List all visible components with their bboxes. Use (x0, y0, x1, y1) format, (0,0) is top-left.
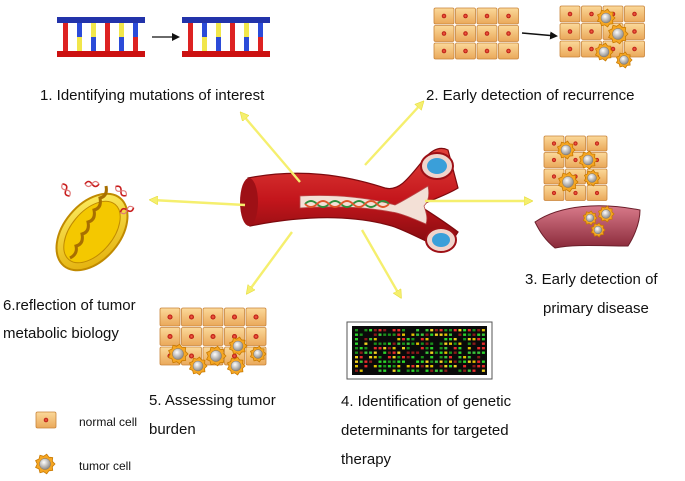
normal-cell (543, 152, 565, 168)
tissue-organ (534, 205, 641, 249)
normal-cell (433, 7, 455, 25)
tumor-cell (578, 150, 598, 170)
dna-ladder-normal (57, 17, 145, 57)
label-metabolic-biology-1: 6.reflection of tumor (3, 297, 136, 314)
pathway-arrows (152, 103, 530, 296)
blood-vessel (240, 147, 459, 253)
label-genetic-determinants-1: 4. Identification of genetic (341, 393, 512, 410)
normal-cell (476, 7, 498, 25)
label-genetic-determinants-3: therapy (341, 451, 392, 468)
tumor-cell (558, 171, 579, 193)
normal-cell (498, 25, 519, 42)
legend-tumor-cell-icon (35, 453, 56, 475)
tumor-cell (608, 23, 629, 45)
legend-tumor-cell-label: tumor cell (79, 459, 132, 473)
normal-cell (224, 307, 245, 327)
tumor-cell (556, 140, 576, 160)
normal-cell (476, 42, 498, 60)
normal-cell (498, 7, 519, 25)
label-assessing-tumor-burden-2: burden (149, 421, 196, 438)
primary-disease-cell-block (543, 135, 608, 201)
normal-cell (159, 307, 181, 327)
tumor-cell (582, 210, 598, 226)
normal-cell (581, 23, 602, 40)
normal-cell (455, 7, 476, 25)
tumor-cell (35, 453, 56, 475)
tumor-cell (596, 8, 616, 28)
normal-cell (559, 5, 581, 23)
normal-cell (455, 42, 476, 60)
normal-cell (159, 327, 181, 346)
normal-cell (624, 23, 645, 40)
normal-cell (455, 25, 476, 42)
normal-cell (586, 135, 608, 152)
tumor-cell (594, 42, 614, 62)
normal-cell (581, 5, 602, 23)
label-identifying-mutations: 1. Identifying mutations of interest (40, 87, 265, 104)
tumor-cell (226, 356, 246, 376)
normal-cell (245, 327, 267, 346)
arrow-to-tumor-burden (248, 231, 293, 292)
normal-cell (202, 307, 224, 327)
normal-cell (624, 40, 645, 58)
arrow-to-mutations (242, 114, 301, 183)
normal-cell (624, 5, 645, 23)
tumor-cell (615, 51, 633, 69)
recurrence-cell-block (559, 5, 645, 69)
normal-cell (559, 40, 581, 58)
tumor-cell (206, 345, 227, 367)
tumor-cell (228, 336, 248, 356)
normal-cell (498, 42, 519, 60)
arrow-to-recurrence (364, 103, 422, 166)
legend-normal-cell-icon (35, 411, 57, 429)
arrow-to-genetic-determinants (360, 229, 400, 296)
normal-cell (476, 25, 498, 42)
dna-ladder-mutated (182, 17, 270, 57)
tumor-burden-cell-block (159, 307, 267, 376)
normal-cell (586, 185, 608, 201)
label-early-detection-primary-1: 3. Early detection of (525, 271, 658, 288)
tumor-cell (590, 222, 606, 238)
normal-cell (559, 23, 581, 40)
microarray-panel (346, 321, 493, 380)
normal-cell (35, 411, 57, 429)
label-assessing-tumor-burden-1: 5. Assessing tumor (149, 392, 276, 409)
label-metabolic-biology-2: metabolic biology (3, 325, 119, 342)
tumor-cell (583, 169, 601, 187)
normal-cell (543, 185, 565, 201)
tumor-cell (188, 356, 208, 376)
tumor-cell (597, 205, 615, 223)
normal-cell (433, 25, 455, 42)
tumor-cell (249, 345, 267, 363)
tissue-tumor-cells (582, 205, 615, 238)
label-early-detection-recurrence: 2. Early detection of recurrence (426, 87, 635, 104)
normal-cell (245, 307, 267, 327)
tumor-cell (168, 343, 189, 365)
arrow-to-mitochondria (152, 200, 246, 207)
legend-normal-cell-label: normal cell (79, 415, 138, 429)
normal-cell (202, 327, 224, 346)
normal-cell (181, 327, 202, 346)
normal-cell (181, 307, 202, 327)
label-genetic-determinants-2: determinants for targeted (341, 422, 509, 439)
label-early-detection-primary-2: primary disease (543, 300, 649, 317)
normal-cell (433, 42, 455, 60)
mitochondrion-icon (55, 185, 129, 272)
normal-cell-block-recurrence (433, 7, 519, 60)
small-dna-fragments (61, 180, 135, 215)
recurrence-transition-arrow (521, 31, 558, 40)
